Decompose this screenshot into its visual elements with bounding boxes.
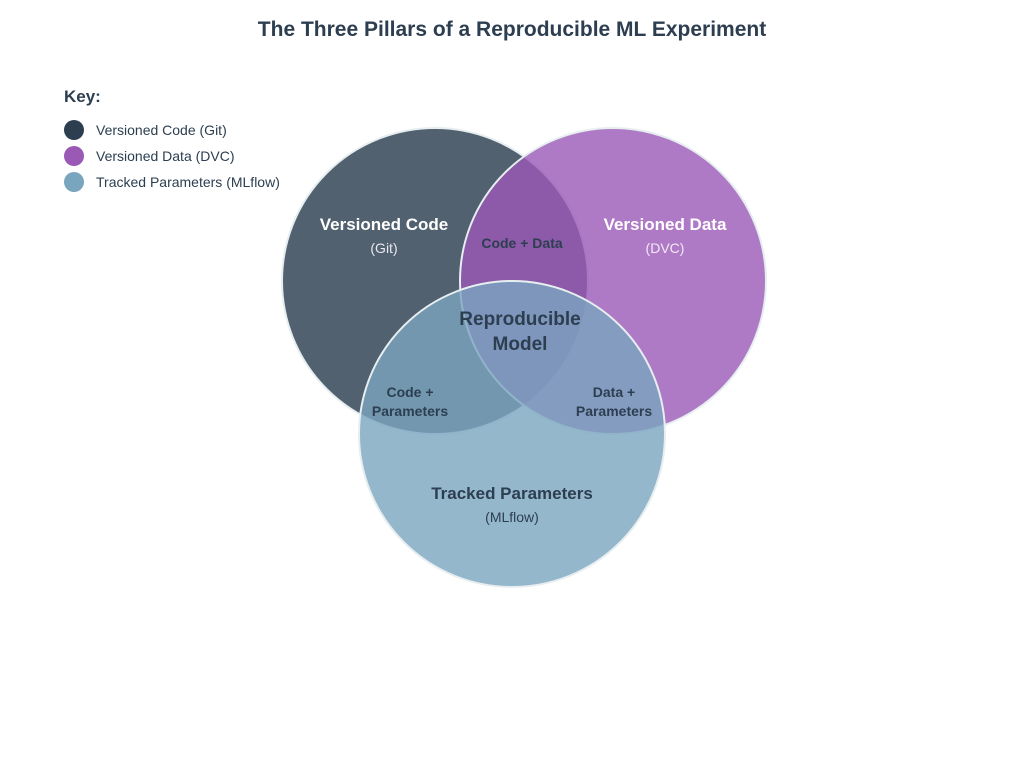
legend-label: Tracked Parameters (MLflow) xyxy=(96,174,280,190)
legend-label: Versioned Data (DVC) xyxy=(96,148,235,164)
data-title: Versioned Data xyxy=(604,215,727,234)
params-title: Tracked Parameters xyxy=(431,484,593,503)
code-params-label-2: Parameters xyxy=(372,403,448,419)
data-params-label-2: Parameters xyxy=(576,403,652,419)
params-subtitle: (MLflow) xyxy=(485,509,539,525)
center-label-1: Reproducible xyxy=(459,309,580,330)
legend-label: Versioned Code (Git) xyxy=(96,122,227,138)
code-params-label-1: Code + xyxy=(386,384,433,400)
legend-item-code: Versioned Code (Git) xyxy=(64,117,280,143)
legend-dot-icon xyxy=(64,146,84,166)
data-subtitle: (DVC) xyxy=(646,240,685,256)
code-subtitle: (Git) xyxy=(370,240,397,256)
code-data-label: Code + Data xyxy=(481,235,563,251)
circle-tracked-parameters xyxy=(358,280,666,588)
legend: Key: Versioned Code (Git) Versioned Data… xyxy=(64,87,280,195)
legend-item-params: Tracked Parameters (MLflow) xyxy=(64,169,280,195)
legend-heading: Key: xyxy=(64,87,101,106)
center-label-2: Model xyxy=(493,334,548,355)
legend-item-data: Versioned Data (DVC) xyxy=(64,143,280,169)
legend-dot-icon xyxy=(64,120,84,140)
data-params-label-1: Data + xyxy=(593,384,635,400)
legend-dot-icon xyxy=(64,172,84,192)
diagram-title: The Three Pillars of a Reproducible ML E… xyxy=(257,18,767,41)
code-title: Versioned Code xyxy=(320,215,448,234)
